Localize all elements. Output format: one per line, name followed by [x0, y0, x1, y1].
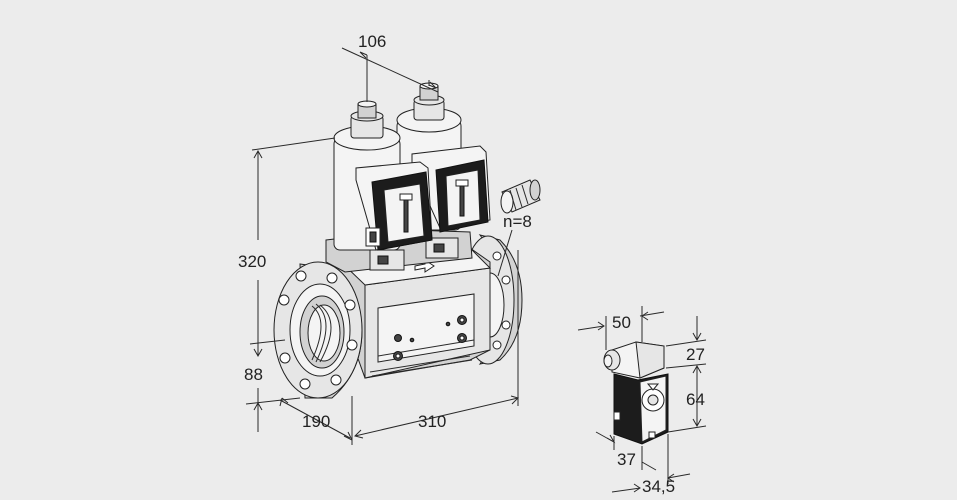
dim-height-bottom: 88: [244, 365, 263, 384]
dim-depth: 190: [302, 412, 330, 431]
dim-plug-depth: 37: [617, 450, 636, 469]
connector-count-label: n=8: [503, 212, 532, 231]
cable-gland-icon: [500, 179, 541, 214]
double-solenoid-valve: [273, 82, 541, 399]
front-flange: [273, 261, 363, 399]
dim-length: 310: [418, 412, 446, 431]
connector-plug-detail: [603, 341, 669, 445]
dim-width-top: 106: [358, 32, 386, 51]
dim-plug-width-bottom: 34,5: [642, 477, 675, 496]
dim-plug-height-body: 64: [686, 390, 705, 409]
main-dimensions: [245, 47, 519, 445]
plug-dimensions: [577, 306, 707, 493]
dim-height-total: 320: [238, 252, 266, 271]
front-solenoid: [333, 100, 433, 251]
dim-plug-width: 50: [612, 313, 631, 332]
dim-plug-height-top: 27: [686, 345, 705, 364]
